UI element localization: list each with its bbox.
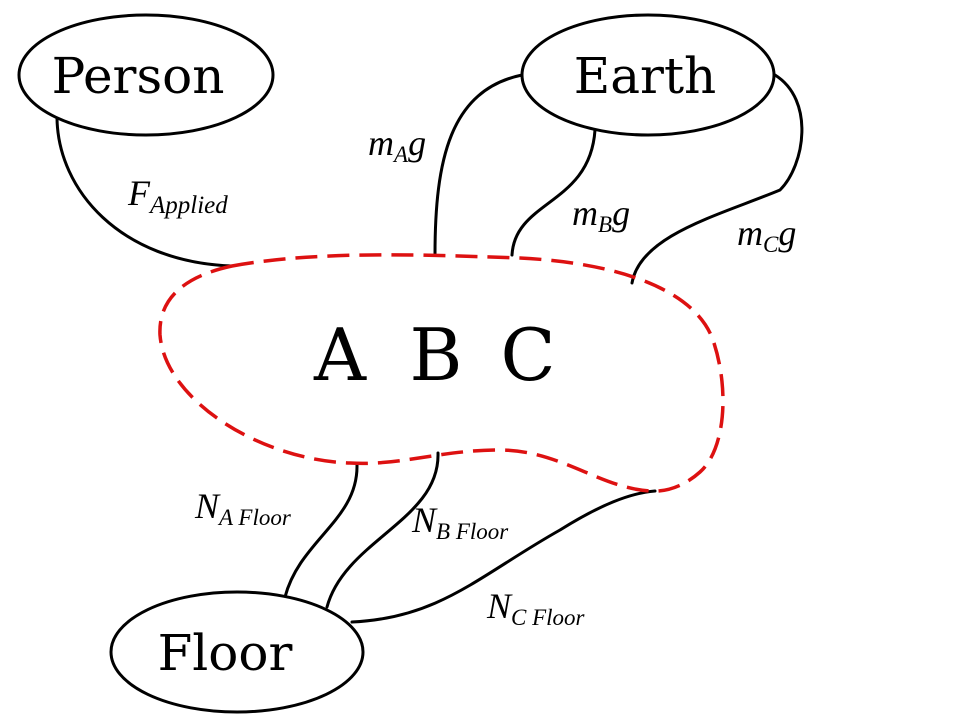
object-b-label: B xyxy=(410,313,463,397)
system-boundary xyxy=(158,253,725,493)
gravity-b-line xyxy=(510,128,597,257)
gravity-a-label: mAg xyxy=(368,123,426,167)
gravity-c-line xyxy=(630,73,804,285)
gravity-a-line xyxy=(433,73,524,257)
earth-label: Earth xyxy=(574,47,717,105)
applied-force-line xyxy=(55,116,234,268)
object-c-label: C xyxy=(500,313,555,397)
gravity-b-label: mBg xyxy=(572,193,630,237)
person-label: Person xyxy=(52,47,225,105)
person-node: Person xyxy=(17,13,275,137)
floor-node: Floor xyxy=(109,590,365,714)
normal-b-line xyxy=(325,451,440,609)
normal-c-label: NC Floor xyxy=(486,586,586,630)
floor-label: Floor xyxy=(158,624,293,682)
normal-a-line xyxy=(283,463,359,599)
gravity-c-label: mCg xyxy=(737,213,796,257)
applied-force-label: FApplied xyxy=(127,173,228,219)
normal-a-label: NA Floor xyxy=(194,486,292,530)
object-a-label: A xyxy=(313,313,367,397)
normal-c-line xyxy=(350,489,657,624)
normal-b-label: NB Floor xyxy=(411,500,509,544)
earth-node: Earth xyxy=(520,13,776,137)
